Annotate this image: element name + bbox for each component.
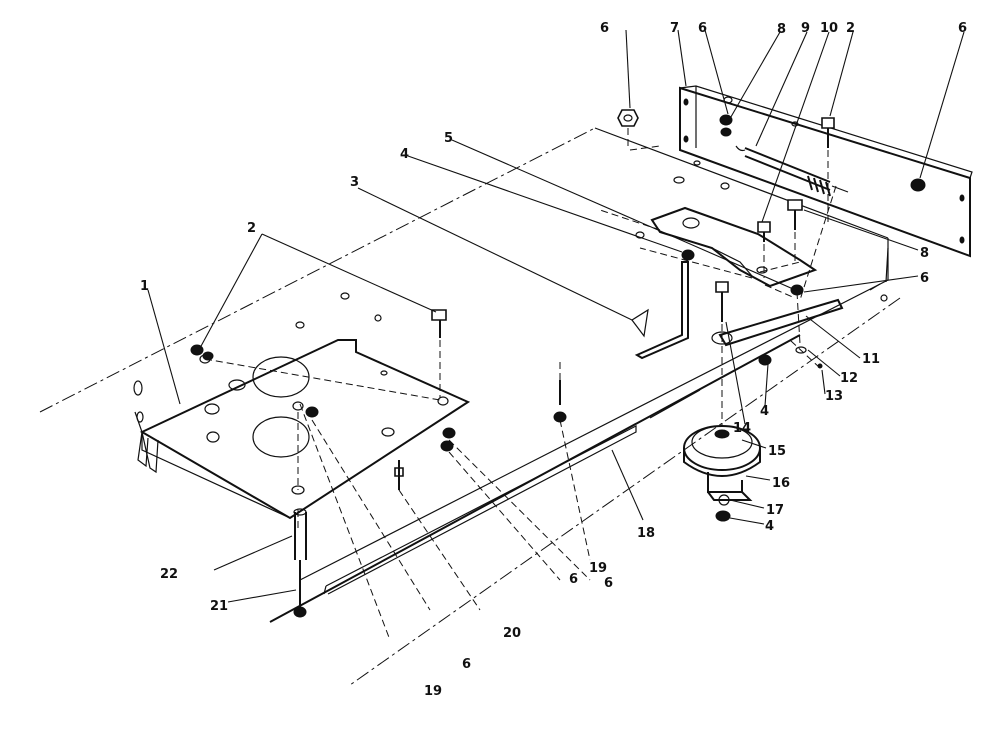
callout-6-c: 6	[958, 21, 967, 36]
callout-7: 7	[670, 21, 679, 36]
callout-8-top: 8	[777, 22, 786, 37]
callout-13: 13	[825, 389, 843, 404]
idler-arm	[711, 298, 844, 347]
callout-20: 20	[503, 626, 521, 641]
callout-11: 11	[862, 352, 880, 367]
callouts: 1 2 2 3 4 4 4 5 6 6 6 6 6 6 6 7 8 8 9 10…	[140, 21, 967, 699]
callout-4-mid: 4	[760, 404, 769, 419]
callout-1: 1	[140, 279, 149, 294]
spring-coils	[807, 175, 831, 197]
mounting-plate	[134, 339, 471, 520]
callout-19-b: 19	[424, 684, 442, 699]
deck-plate	[39, 127, 901, 686]
spring-rod	[735, 145, 849, 197]
callout-3: 3	[350, 175, 359, 190]
callout-5: 5	[444, 131, 453, 146]
leader-lines	[147, 29, 965, 603]
callout-14: 14	[733, 421, 751, 436]
callout-6-g: 6	[462, 657, 471, 672]
callout-2-top: 2	[846, 21, 855, 36]
callout-2-left: 2	[247, 221, 256, 236]
callout-6-b: 6	[698, 21, 707, 36]
hardware	[190, 109, 926, 618]
callout-22: 22	[160, 567, 178, 582]
callout-8-right: 8	[920, 246, 929, 261]
rear-bracket	[679, 85, 973, 258]
callout-15: 15	[768, 444, 786, 459]
callout-6-d: 6	[920, 271, 929, 286]
callout-16: 16	[772, 476, 790, 491]
pulley-assembly	[683, 425, 761, 522]
callout-12: 12	[840, 371, 858, 386]
callout-19-a: 19	[589, 561, 607, 576]
callout-4-top: 4	[400, 147, 409, 162]
assembly-lines	[204, 128, 837, 641]
long-rod	[269, 334, 801, 623]
callout-17: 17	[766, 503, 784, 518]
callout-21: 21	[210, 599, 228, 614]
callout-18: 18	[637, 526, 655, 541]
callout-10: 10	[820, 21, 838, 36]
callout-4-low: 4	[765, 519, 774, 534]
idler-bracket	[650, 206, 818, 288]
callout-9: 9	[801, 21, 810, 36]
callout-6-f: 6	[569, 572, 578, 587]
callout-6-e: 6	[604, 576, 613, 591]
l-rod	[631, 261, 689, 360]
callout-6-a: 6	[600, 21, 609, 36]
